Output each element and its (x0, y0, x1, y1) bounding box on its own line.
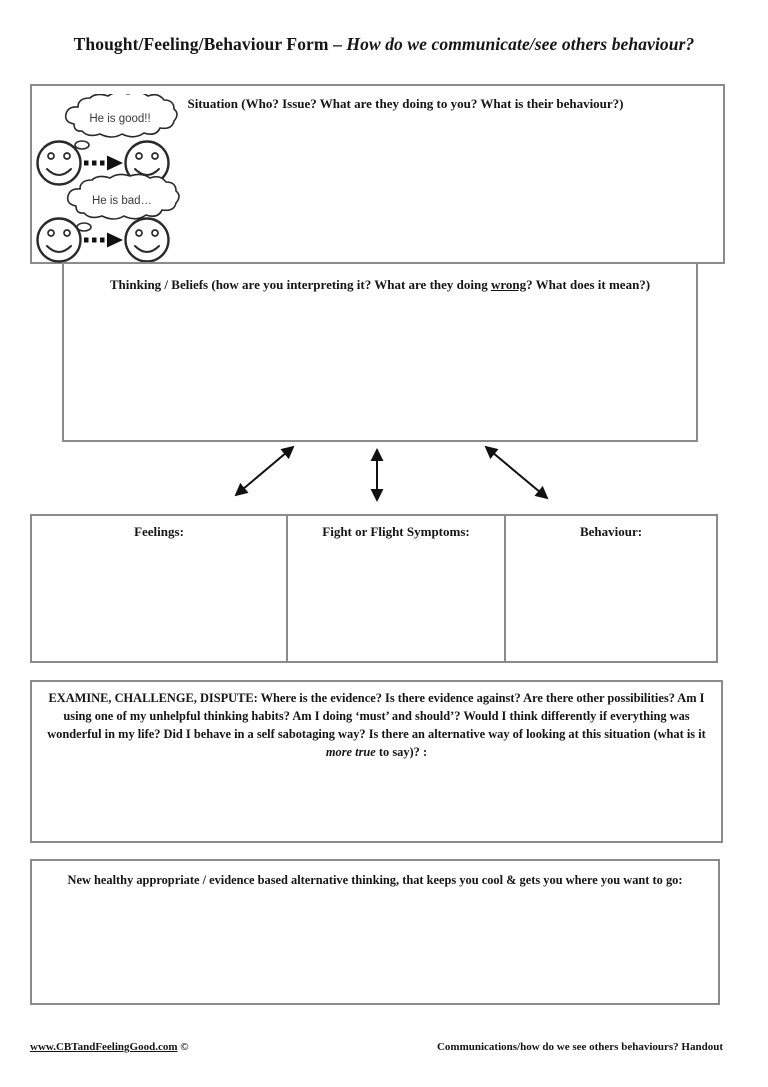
thinking-header-tail: ? What does it mean?) (526, 277, 651, 292)
situation-box: Situation (Who? Issue? What are they doi… (30, 84, 725, 264)
examine-text-tail: to say)? : (375, 745, 428, 759)
response-columns-row: Feelings: Fight or Flight Symptoms: Beha… (30, 514, 718, 663)
thinking-beliefs-header: Thinking / Beliefs (how are you interpre… (64, 264, 696, 293)
bubble-tail-dot-icon (74, 140, 90, 150)
connector-arrows (234, 445, 549, 502)
copyright-mark: © (177, 1041, 189, 1053)
examine-challenge-dispute-box: EXAMINE, CHALLENGE, DISPUTE: Where is th… (30, 680, 723, 843)
double-arrow-left-icon (234, 445, 295, 497)
double-arrow-right-icon (484, 445, 549, 500)
fight-or-flight-header: Fight or Flight Symptoms: (322, 524, 470, 539)
page-title-italic: How do we communicate/see others behavio… (346, 34, 695, 54)
feelings-header: Feelings: (134, 524, 184, 539)
thought-bubble-bad-icon (66, 173, 180, 220)
thought-bubble-good-icon (64, 94, 178, 138)
behaviour-column: Behaviour: (504, 516, 716, 661)
communication-smileys-illustration: He is good!! He is bad… (36, 94, 180, 263)
footer-right-label: Communications/how do we see others beha… (436, 1041, 723, 1053)
footer-left: www.CBTandFeelingGood.com © (30, 1041, 188, 1053)
website-link[interactable]: www.CBTandFeelingGood.com (30, 1041, 178, 1053)
feelings-column: Feelings: (32, 516, 286, 661)
dotted-arrow-icon (84, 232, 123, 248)
happy-face-icon (36, 140, 82, 186)
examine-challenge-dispute-text: EXAMINE, CHALLENGE, DISPUTE: Where is th… (32, 682, 721, 761)
examine-text-italic: more true (325, 745, 376, 759)
situation-header: Situation (Who? Issue? What are they doi… (187, 96, 624, 111)
fight-or-flight-column: Fight or Flight Symptoms: (286, 516, 504, 661)
page-title: Thought/Feeling/Behaviour Form – How do … (0, 34, 768, 55)
thinking-beliefs-box: Thinking / Beliefs (how are you interpre… (62, 262, 698, 442)
dotted-arrow-icon (84, 155, 123, 171)
examine-text-main: EXAMINE, CHALLENGE, DISPUTE: Where is th… (47, 691, 706, 741)
page-title-main: Thought/Feeling/Behaviour Form – (73, 34, 347, 54)
happy-face-icon (124, 217, 170, 263)
thinking-header-text: Thinking / Beliefs (how are you interpre… (109, 277, 491, 292)
new-thinking-header: New healthy appropriate / evidence based… (67, 873, 683, 887)
page-footer: www.CBTandFeelingGood.com © Communicatio… (30, 1041, 723, 1053)
behaviour-header: Behaviour: (579, 524, 643, 539)
bubble-bad-label: He is bad… (92, 195, 152, 207)
happy-face-icon (36, 217, 82, 263)
new-thinking-box: New healthy appropriate / evidence based… (30, 859, 720, 1005)
thinking-header-underlined: wrong (490, 277, 527, 292)
bubble-good-label: He is good!! (89, 113, 150, 125)
